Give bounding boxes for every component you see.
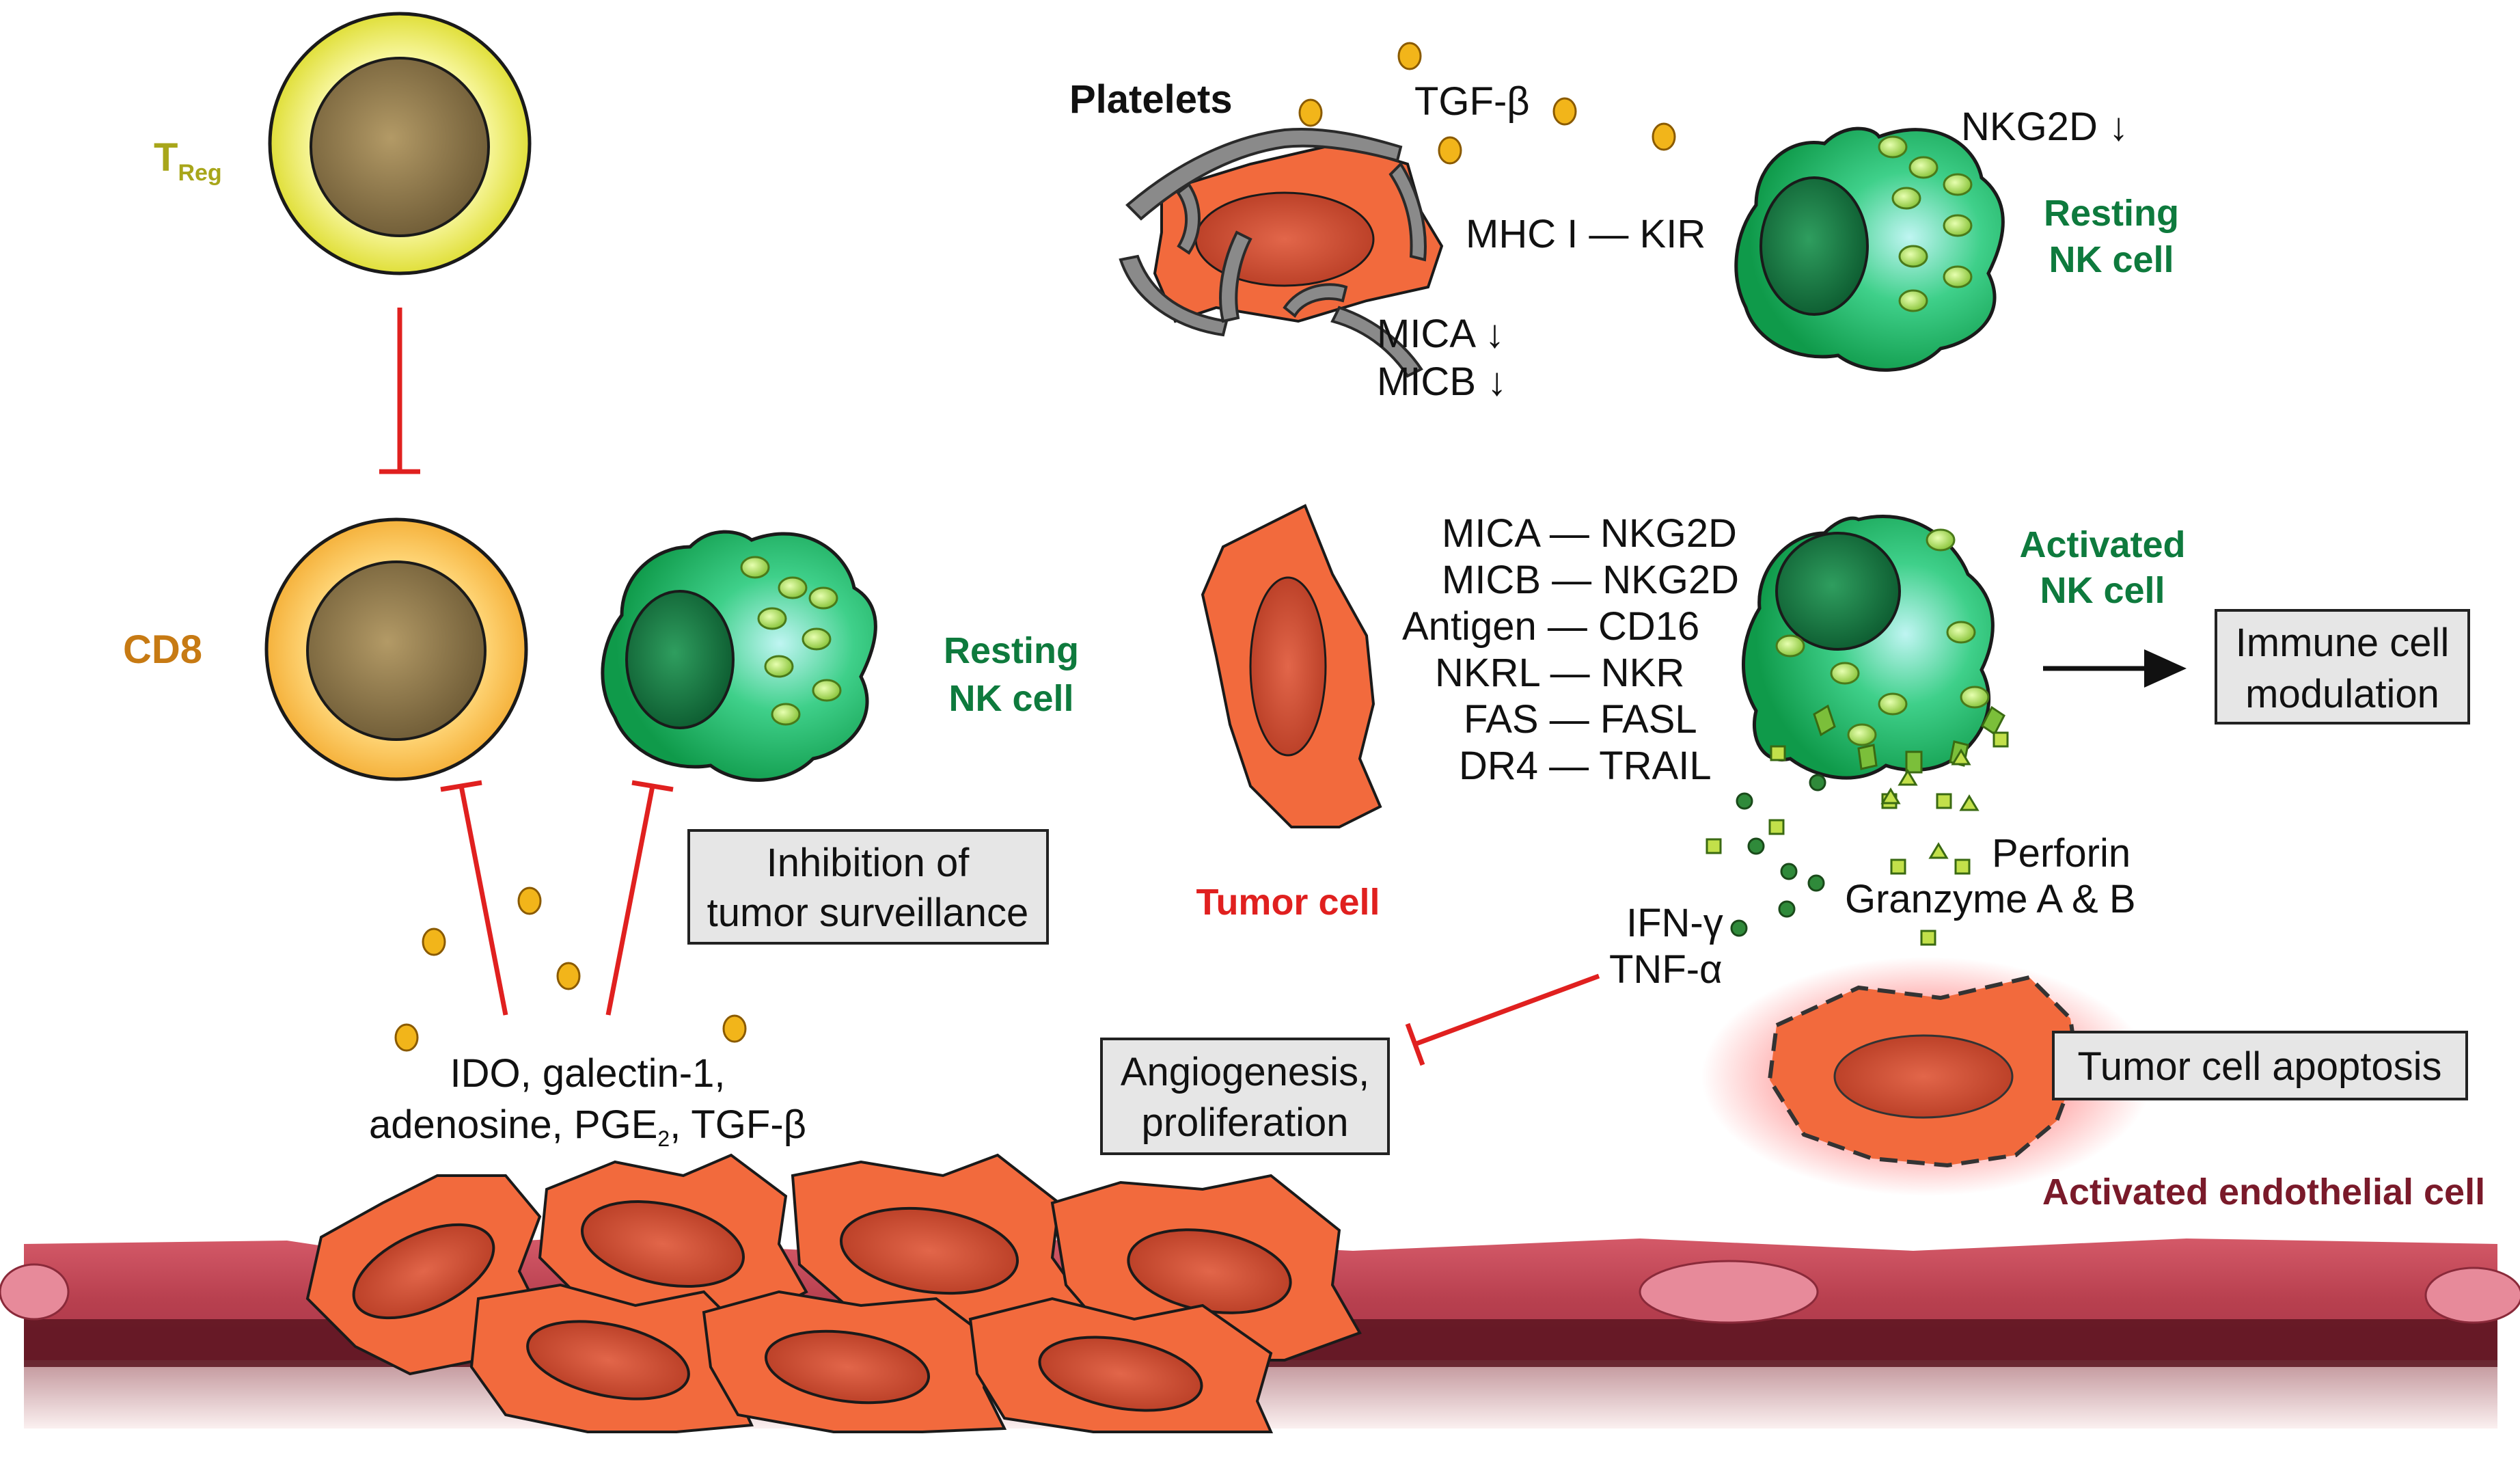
apoptosis-box: Tumor cell apoptosis — [2052, 1031, 2468, 1100]
granzyme-label: Granzyme A & B — [1845, 877, 2136, 921]
pair-1: MICA — NKG2D — [1442, 511, 1737, 556]
cd8-cell — [264, 517, 528, 781]
platelet-coated-tumor-cell — [1119, 128, 1444, 378]
cytokine-inhibit-angiogenesis-arrow — [1405, 973, 1600, 1066]
cytokine-particles — [1730, 774, 1826, 937]
platelets-label: Platelets — [1069, 77, 1233, 122]
factors-inhibit-cd8-arrow — [440, 780, 508, 1016]
resting-nk-right-label-1: Resting — [2044, 193, 2179, 234]
inhibition-box: Inhibition of tumor surveillance — [687, 829, 1049, 945]
treg-main-text: T — [154, 135, 178, 180]
resting-nk-left-label-2: NK cell — [948, 678, 1073, 719]
mhc-kir-label: MHC I — KIR — [1466, 212, 1706, 256]
factors-inhibit-nk-arrow — [605, 780, 674, 1016]
endothelial-label: Activated endothelial cell — [2042, 1172, 2485, 1213]
cd8-label: CD8 — [123, 627, 202, 672]
resting-nk-left-label-1: Resting — [944, 630, 1079, 671]
factors-line-2-sub: 2 — [657, 1126, 670, 1151]
apoptosis-box-label: Tumor cell apoptosis — [2078, 1044, 2442, 1089]
angiogenesis-box: Angiogenesis, proliferation — [1100, 1038, 1390, 1155]
activated-nk-label-1: Activated — [2019, 524, 2185, 565]
factors-line-2-b: , TGF-β — [670, 1102, 806, 1147]
angio-box-line-2: proliferation — [1141, 1100, 1348, 1145]
modulation-arrow — [2043, 649, 2187, 688]
treg-label: TReg — [154, 135, 222, 186]
tumor-cell — [1201, 504, 1382, 828]
tumor-cell-label: Tumor cell — [1196, 882, 1380, 923]
immune-modulation-box: Immune cell modulation — [2215, 609, 2470, 725]
ifn-gamma-label: IFN-γ — [1626, 901, 1723, 945]
perforin-particles — [1706, 731, 2009, 946]
pair-2: MICB — NKG2D — [1442, 558, 1739, 602]
activated-nk-cell — [1742, 515, 2005, 780]
inhibition-box-line-2: tumor surveillance — [707, 891, 1029, 935]
tnf-alpha-label: TNF-α — [1609, 947, 1723, 992]
tumor-cell-cluster — [305, 1153, 1362, 1433]
pair-4: NKRL — NKR — [1435, 651, 1684, 695]
pair-5: FAS — FASL — [1464, 697, 1697, 742]
tgf-beta-label: TGF-β — [1414, 79, 1530, 124]
treg-subscript-text: Reg — [178, 160, 221, 186]
resting-nk-cell-right — [1734, 126, 2005, 372]
soluble-factor-dots-left — [394, 886, 747, 1052]
factors-line-1: IDO, galectin-1, — [450, 1051, 726, 1096]
pair-3: Antigen — CD16 — [1402, 604, 1699, 649]
activated-nk-label-2: NK cell — [2040, 570, 2165, 611]
soluble-factor-dots-top — [1298, 42, 1676, 165]
immune-box-line-1: Immune cell — [2236, 621, 2450, 665]
resting-nk-right-label-2: NK cell — [2049, 239, 2174, 280]
immune-box-line-2: modulation — [2245, 672, 2439, 716]
factors-line-2: adenosine, PGE2, TGF-β — [369, 1102, 806, 1151]
nkg2d-down-label: NKG2D ↓ — [1961, 105, 2128, 149]
angio-box-line-1: Angiogenesis, — [1121, 1050, 1369, 1094]
ligand-receptor-list: MICA — NKG2D MICB — NKG2D Antigen — CD16… — [1402, 511, 1739, 788]
perforin-label: Perforin — [1992, 831, 2131, 876]
pair-6: DR4 — TRAIL — [1459, 744, 1712, 788]
inhibition-box-line-1: Inhibition of — [767, 841, 970, 885]
factors-line-2-a: adenosine, PGE — [369, 1102, 657, 1147]
treg-inhibits-cd8-arrow — [379, 308, 420, 474]
treg-cell — [268, 12, 532, 275]
mica-down-label: MICA ↓ — [1377, 312, 1505, 356]
resting-nk-cell-left — [601, 530, 877, 782]
micb-down-label: MICB ↓ — [1377, 360, 1507, 404]
apoptotic-tumor-cell — [1701, 957, 2152, 1196]
